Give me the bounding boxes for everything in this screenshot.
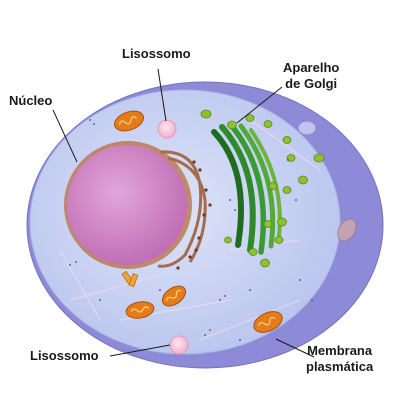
leader-membrana (275, 338, 315, 358)
mitochondria (114, 110, 357, 333)
leader-nucleo (52, 109, 78, 163)
label-lisossomo-bottom: Lisossomo (30, 348, 99, 363)
free-ribosomes (69, 119, 313, 341)
label-golgi-line2: de Golgi (285, 76, 338, 91)
cytoskeleton (59, 119, 321, 341)
label-membrana-line1: Membrana (307, 343, 373, 358)
rough-er (157, 150, 207, 268)
label-nucleo: Núcleo (9, 93, 53, 108)
leader-lisossomo-top (157, 68, 167, 122)
label-membrana-line2: plasmática (306, 359, 374, 374)
lysosome-bottom (169, 335, 189, 355)
golgi-apparatus (211, 122, 282, 255)
vesicle-rim (297, 120, 317, 136)
label-golgi-line1: Aparelho (283, 60, 340, 75)
leader-lisossomo-bottom (109, 344, 171, 357)
golgi-vesicles (200, 109, 325, 268)
lysosome-top (157, 119, 177, 139)
label-membrana-plasmatica: Membrana plasmática (306, 343, 373, 375)
label-aparelho-de-golgi: Aparelho de Golgi (283, 60, 339, 92)
leader-golgi (236, 86, 283, 124)
label-lisossomo-top: Lisossomo (122, 46, 191, 61)
ribosome-dots (176, 160, 212, 270)
centriole (121, 270, 139, 288)
leader-lines (52, 68, 315, 358)
nucleus (67, 145, 187, 265)
